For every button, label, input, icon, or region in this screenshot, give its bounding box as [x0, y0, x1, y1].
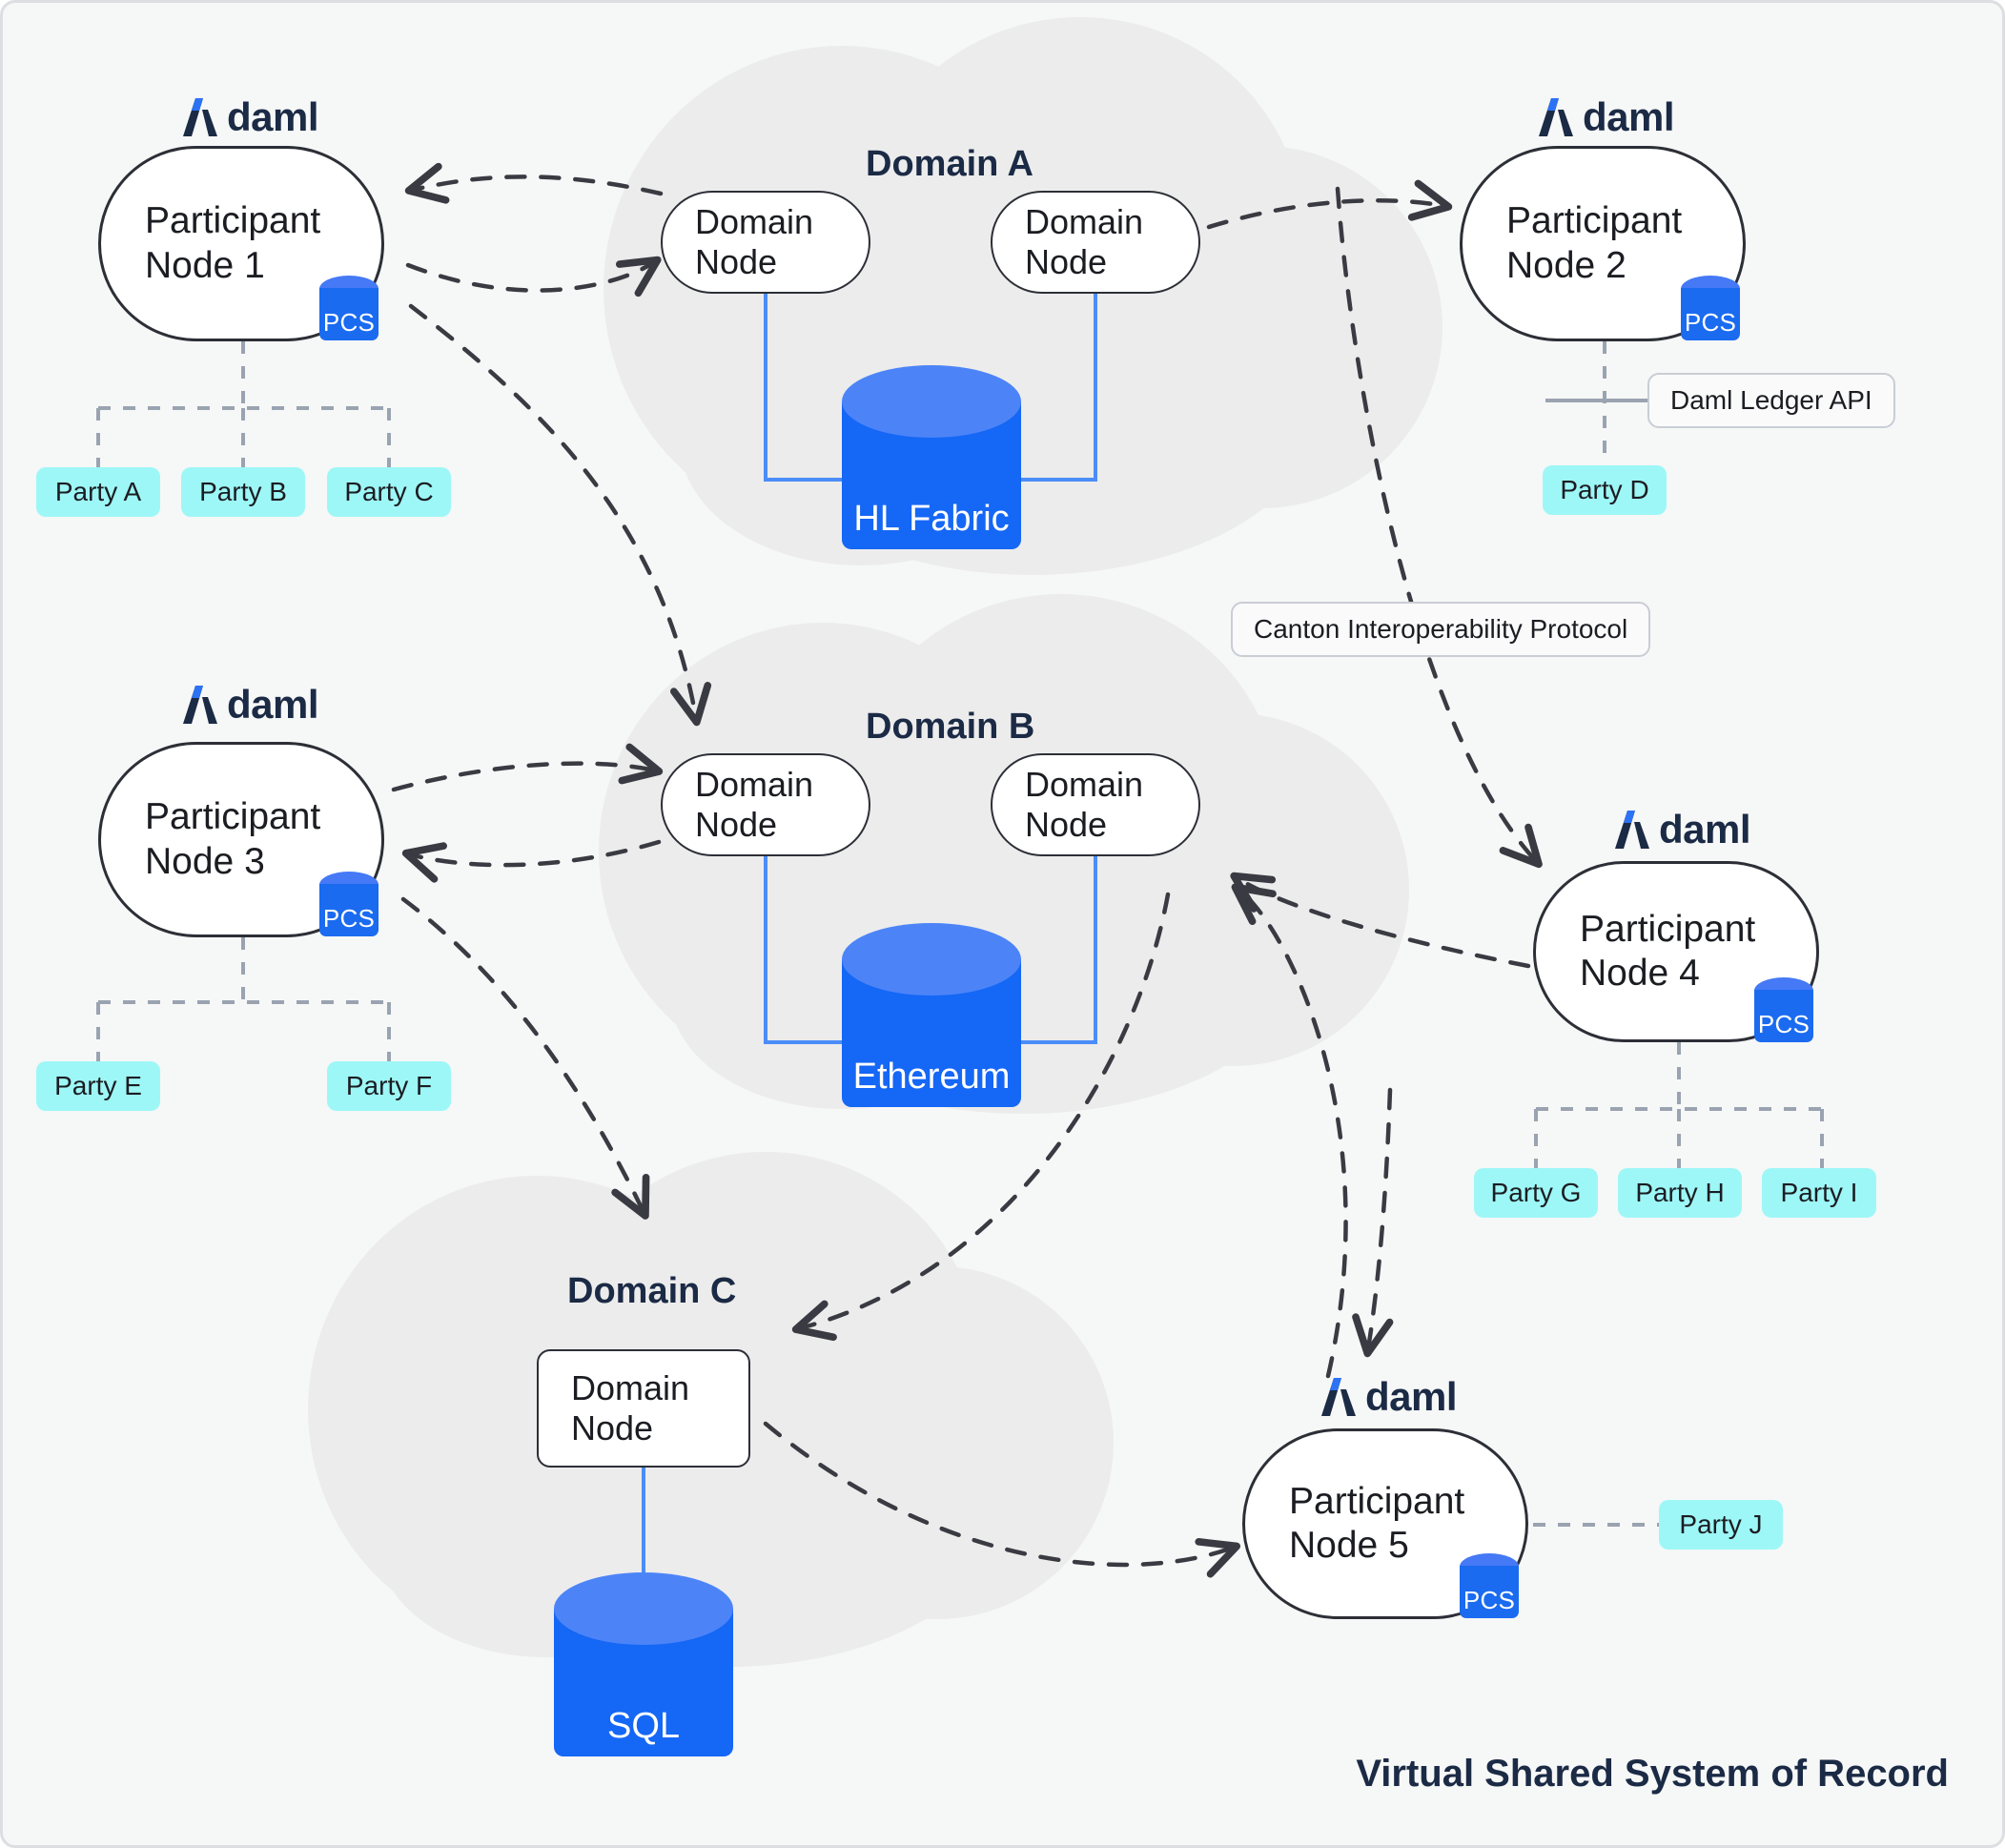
- daml-logo-p1: daml: [182, 94, 319, 140]
- domain-node-a2[interactable]: Domain Node: [991, 191, 1200, 294]
- domain-node-b1-label: Domain Node: [695, 764, 814, 844]
- party-links-p1: [96, 341, 391, 467]
- pcs-store-p5: PCS: [1460, 1553, 1519, 1622]
- party-chip-i[interactable]: Party I: [1762, 1168, 1876, 1218]
- pcs-label: PCS: [1463, 1586, 1516, 1614]
- db-top-ellipse: [554, 1572, 733, 1645]
- ledger-links-a: [764, 294, 1097, 482]
- daml-ledger-api-label: Daml Ledger API: [1647, 373, 1895, 428]
- ledger-db-hl-fabric: HL Fabric: [842, 365, 1021, 570]
- daml-lambda-icon: [1615, 811, 1649, 849]
- participant-node-3-label: Participant Node 3: [145, 796, 321, 882]
- party-chip-h[interactable]: Party H: [1618, 1168, 1742, 1218]
- domain-node-a1[interactable]: Domain Node: [661, 191, 870, 294]
- domain-node-b1[interactable]: Domain Node: [661, 753, 870, 856]
- party-chip-f[interactable]: Party F: [327, 1061, 451, 1111]
- footer-caption: Virtual Shared System of Record: [1356, 1753, 1949, 1795]
- db-top-ellipse: [842, 365, 1021, 438]
- connector-layer: [96, 162, 1824, 1597]
- daml-logo-text-p1: daml: [227, 94, 319, 139]
- party-chip-g[interactable]: Party G: [1474, 1168, 1598, 1218]
- canton-interop-protocol-label: Canton Interoperability Protocol: [1231, 602, 1651, 657]
- pcs-store-p4: PCS: [1754, 977, 1813, 1046]
- pcs-body: [1681, 288, 1740, 340]
- party-chip-b[interactable]: Party B: [181, 467, 305, 517]
- domain-title-b: Domain B: [866, 707, 1035, 747]
- domain-title-c: Domain C: [567, 1271, 737, 1311]
- pcs-body: [319, 288, 378, 340]
- db-top-ellipse: [842, 923, 1021, 996]
- daml-logo-p2: daml: [1538, 94, 1675, 140]
- pcs-store-p1: PCS: [319, 276, 378, 344]
- participant-node-2-label: Participant Node 2: [1506, 200, 1683, 286]
- ledger-db-sql: SQL: [554, 1572, 733, 1777]
- domain-node-a1-label: Domain Node: [695, 201, 814, 281]
- daml-logo-text-p4: daml: [1659, 807, 1751, 852]
- party-links-p4: [1534, 1042, 1824, 1168]
- party-chip-c[interactable]: Party C: [327, 467, 451, 517]
- domain-node-b2-label: Domain Node: [1025, 764, 1144, 844]
- ledger-db-label: SQL: [606, 1706, 681, 1746]
- party-chip-j[interactable]: Party J: [1659, 1500, 1783, 1550]
- pcs-body: [1754, 990, 1813, 1042]
- participant-node-1-label: Participant Node 1: [145, 200, 321, 286]
- participant-node-5-label: Participant Node 5: [1289, 1480, 1465, 1566]
- party-chip-e[interactable]: Party E: [36, 1061, 160, 1111]
- participant-node-4-label: Participant Node 4: [1580, 908, 1756, 994]
- pcs-label: PCS: [322, 904, 376, 933]
- daml-lambda-icon: [183, 686, 217, 724]
- pcs-label: PCS: [1684, 308, 1737, 337]
- daml-lambda-icon: [1321, 1378, 1356, 1416]
- daml-logo-p3: daml: [182, 682, 319, 728]
- ledger-db-label: Ethereum: [852, 1057, 1011, 1097]
- daml-lambda-icon: [183, 98, 217, 136]
- pcs-store-p2: PCS: [1681, 276, 1740, 344]
- domain-node-c1-label: Domain Node: [571, 1367, 690, 1448]
- pcs-store-p3: PCS: [319, 872, 378, 940]
- ledger-links-b: [764, 856, 1097, 1044]
- party-chip-a[interactable]: Party A: [36, 467, 160, 517]
- domain-title-a: Domain A: [866, 144, 1033, 184]
- ledger-db-ethereum: Ethereum: [842, 923, 1021, 1128]
- pcs-body: [319, 884, 378, 936]
- party-links-p3: [96, 937, 391, 1061]
- daml-logo-text-p2: daml: [1583, 94, 1675, 139]
- pcs-body: [1460, 1566, 1519, 1618]
- daml-logo-p4: daml: [1614, 807, 1751, 852]
- daml-logo-p5: daml: [1320, 1374, 1458, 1420]
- party-chip-d[interactable]: Party D: [1543, 465, 1667, 515]
- domain-node-a2-label: Domain Node: [1025, 201, 1144, 281]
- domain-node-c1[interactable]: Domain Node: [537, 1349, 750, 1468]
- daml-logo-text-p5: daml: [1365, 1374, 1458, 1419]
- interop-arrows: [391, 162, 1543, 1578]
- daml-logo-text-p3: daml: [227, 682, 319, 727]
- pcs-label: PCS: [322, 308, 376, 337]
- daml-lambda-icon: [1539, 98, 1573, 136]
- domain-node-b2[interactable]: Domain Node: [991, 753, 1200, 856]
- ledger-db-label: HL Fabric: [853, 499, 1010, 539]
- pcs-label: PCS: [1757, 1010, 1811, 1038]
